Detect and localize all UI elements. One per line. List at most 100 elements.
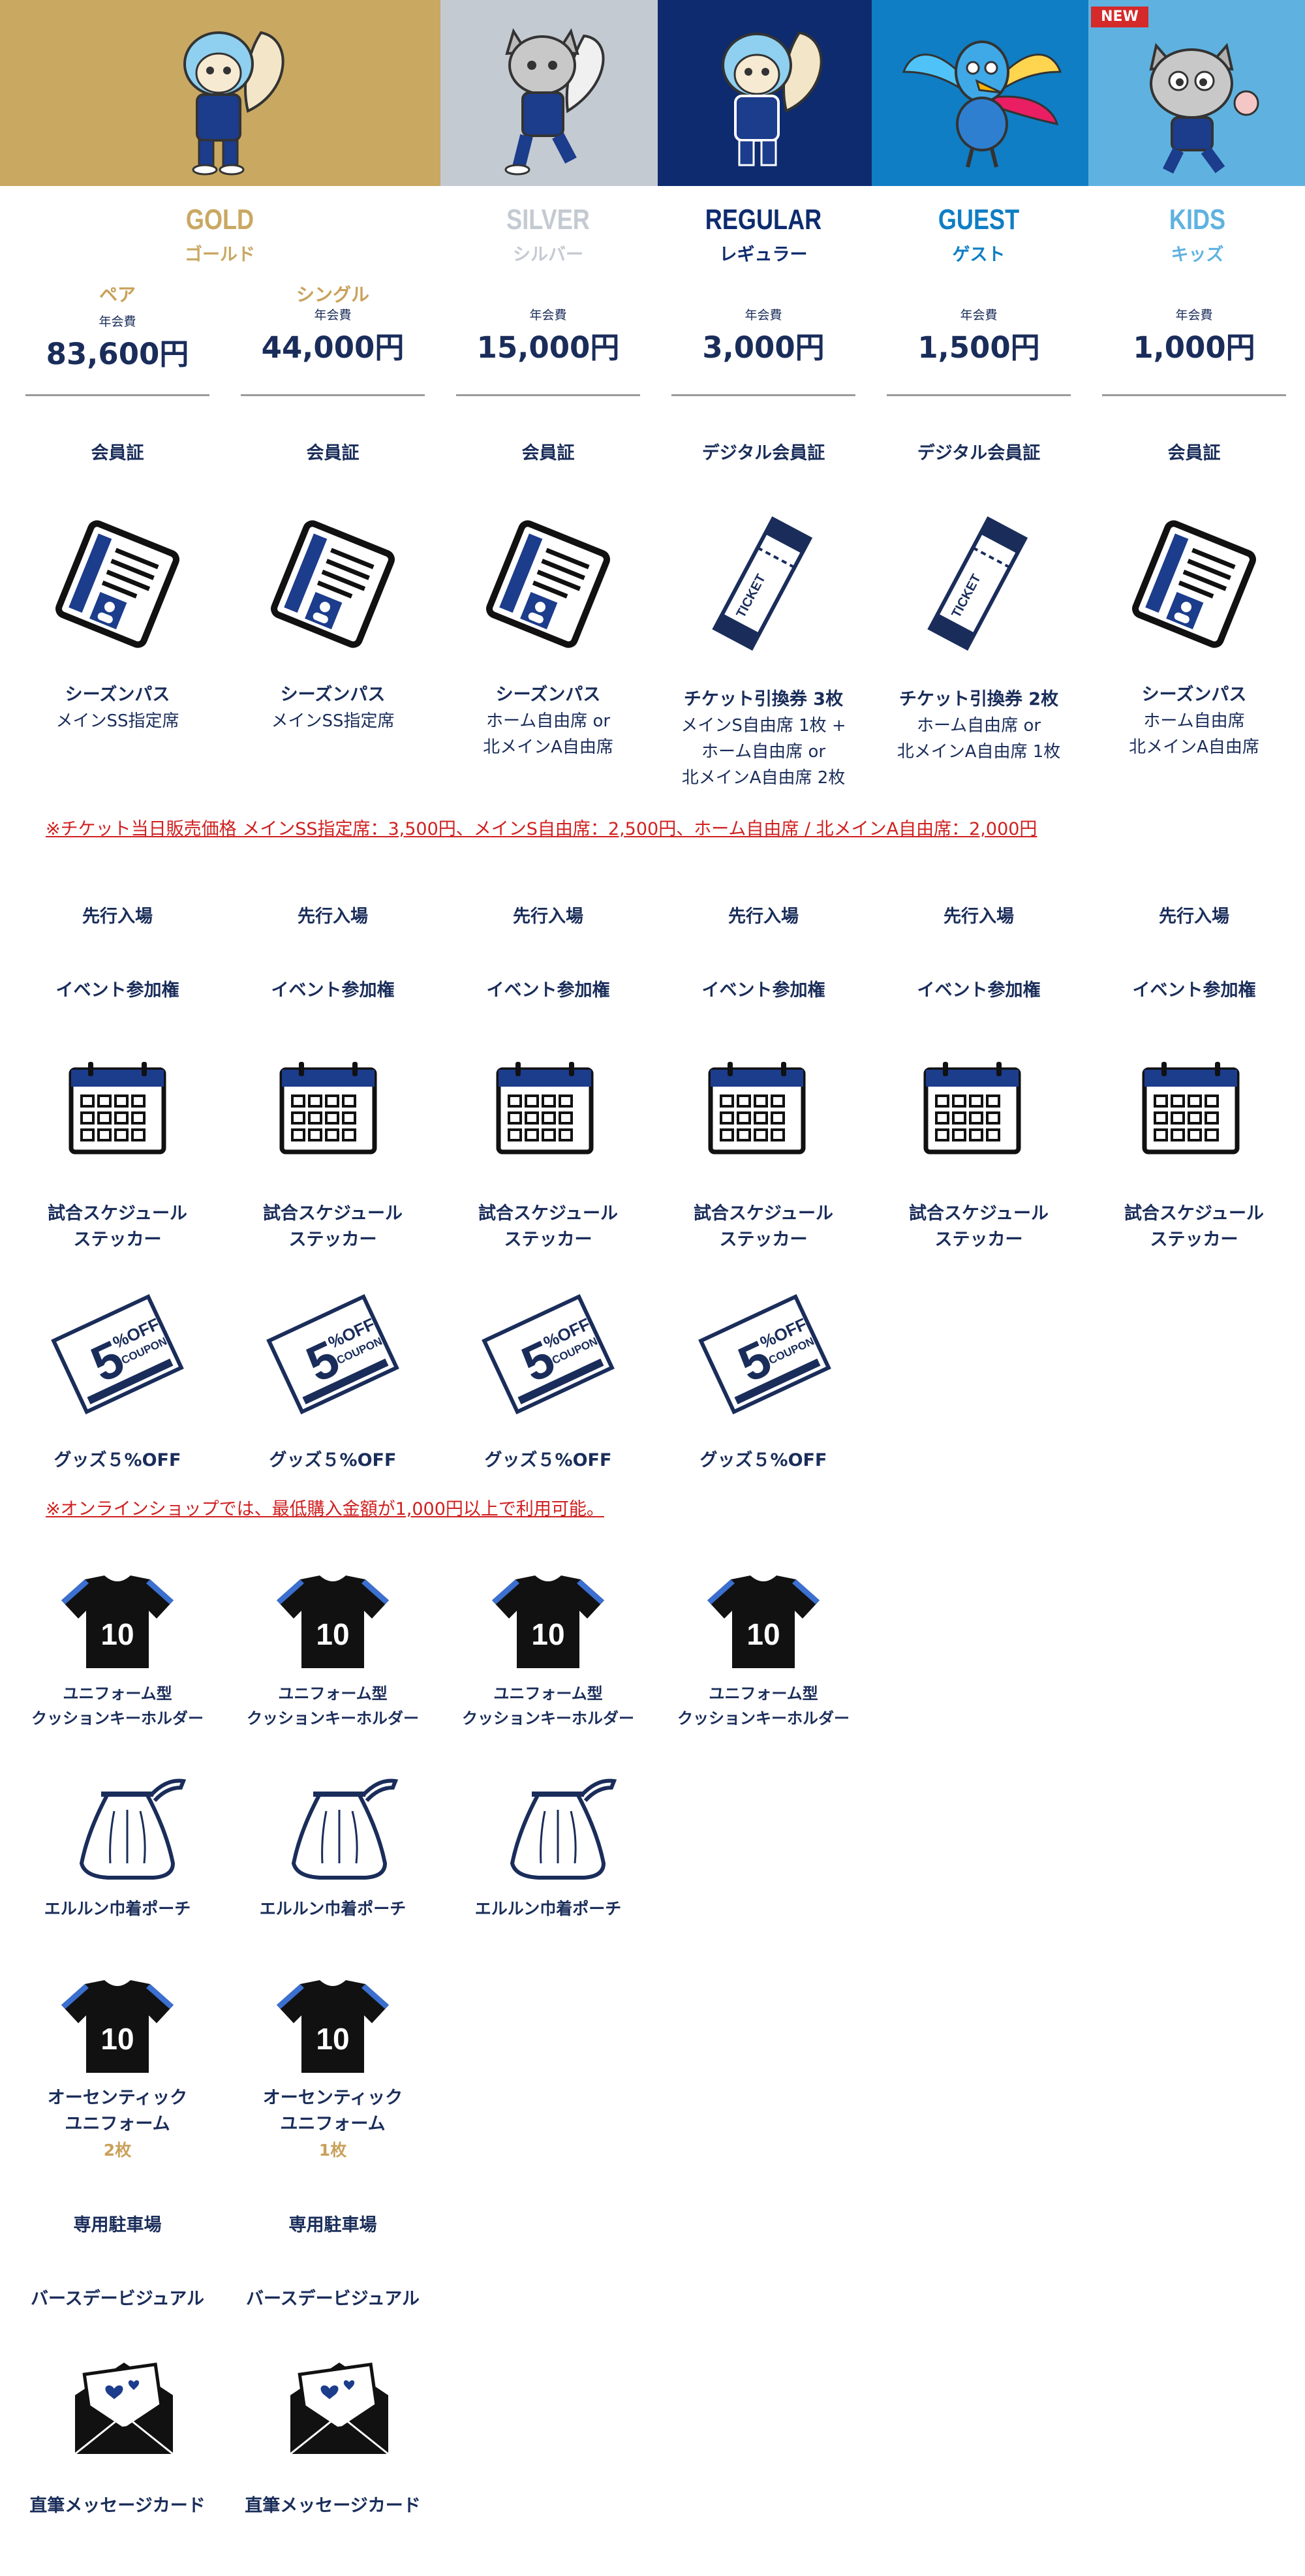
schedule-sticker-label: ステッカー bbox=[934, 1230, 1023, 1250]
divider bbox=[241, 394, 425, 396]
event-label: イベント参加権 bbox=[486, 980, 610, 1001]
fee-label: 年会費 bbox=[314, 308, 352, 322]
fee-label: 年会費 bbox=[960, 308, 998, 322]
card-type-label: デジタル会員証 bbox=[917, 443, 1041, 463]
drawstring-pouch-icon bbox=[291, 1778, 399, 1880]
divider bbox=[887, 394, 1071, 396]
card-type-label: 会員証 bbox=[521, 443, 575, 463]
message-card-label: 直筆メッセージカード bbox=[29, 2496, 206, 2516]
schedule-sticker-label: ステッカー bbox=[719, 1230, 808, 1250]
keyholder-label: ユニフォーム型 bbox=[63, 1684, 172, 1703]
tier-name-gold: GOLD bbox=[185, 204, 254, 236]
gold-mascot-illustration bbox=[183, 31, 284, 176]
tier-name-silver: SILVER bbox=[506, 204, 590, 236]
svg-text:10: 10 bbox=[100, 1617, 134, 1651]
new-badge: NEW bbox=[1091, 7, 1148, 27]
member-card-icon bbox=[55, 520, 179, 648]
authentic-uniform-icon: 10 bbox=[61, 1980, 174, 2073]
authentic-uniform-label: オーセンティック bbox=[47, 2088, 188, 2108]
early-entry-label: 先行入場 bbox=[298, 907, 368, 927]
schedule-sticker-label: 試合スケジュール bbox=[47, 1203, 188, 1224]
pouch-label: エルルン巾着ポーチ bbox=[474, 1899, 622, 1918]
event-label: イベント参加権 bbox=[271, 980, 395, 1001]
card-type-label: 会員証 bbox=[91, 443, 144, 463]
svg-text:10: 10 bbox=[746, 1617, 780, 1651]
keyholder-label: クッションキーホルダー bbox=[31, 1709, 204, 1728]
schedule-sticker-label: ステッカー bbox=[504, 1230, 592, 1250]
pass-detail: メインSS指定席 bbox=[271, 711, 395, 731]
drawstring-pouch-icon bbox=[79, 1778, 187, 1880]
event-label: イベント参加権 bbox=[55, 980, 179, 1001]
goods-discount-label: グッズ５%OFF bbox=[269, 1450, 397, 1470]
pouch-label: エルルン巾着ポーチ bbox=[259, 1899, 407, 1918]
pass-detail: 北メインA自由席 2枚 bbox=[681, 768, 846, 788]
regular-mascot-illustration bbox=[722, 31, 823, 166]
ticket-icon: TICKET bbox=[927, 516, 1028, 651]
plan-sub-single: シングル bbox=[296, 284, 369, 305]
pass-detail: ホーム自由席 or bbox=[485, 711, 611, 731]
guest-mascot-illustration bbox=[902, 40, 1062, 168]
pass-title: チケット引換券 3枚 bbox=[683, 689, 844, 709]
early-entry-label: 先行入場 bbox=[82, 907, 153, 927]
parking-label: 専用駐車場 bbox=[288, 2215, 377, 2235]
pass-detail: ホーム自由席 or bbox=[916, 716, 1041, 736]
fee-label: 年会費 bbox=[529, 308, 567, 322]
plan-sub-pair: ペア bbox=[99, 284, 136, 305]
tier-name-regular: REGULAR bbox=[705, 204, 822, 236]
pass-detail: 北メインA自由席 1枚 bbox=[897, 742, 1061, 762]
message-card-label: 直筆メッセージカード bbox=[245, 2496, 421, 2516]
drawstring-pouch-icon bbox=[510, 1778, 617, 1880]
uniform-keyholder-icon: 10 bbox=[61, 1575, 174, 1668]
keyholder-label: クッションキーホルダー bbox=[247, 1709, 419, 1728]
schedule-sticker-label: 試合スケジュール bbox=[908, 1203, 1049, 1224]
pass-title: シーズンパス bbox=[495, 685, 601, 705]
calendar-icon bbox=[1142, 1062, 1240, 1155]
fee-value-gold-pair: 83,600円 bbox=[46, 337, 189, 371]
tier-kana-guest: ゲスト bbox=[952, 245, 1006, 265]
authentic-uniform-count: 2枚 bbox=[103, 2141, 132, 2160]
event-label: イベント参加権 bbox=[1132, 980, 1256, 1001]
tier-kana-gold: ゴールド bbox=[185, 245, 255, 265]
fee-label: 年会費 bbox=[745, 308, 782, 322]
message-card-envelope-icon bbox=[74, 2362, 174, 2455]
card-type-label: 会員証 bbox=[306, 443, 360, 463]
fee-value-guest: 1,500円 bbox=[917, 330, 1040, 365]
coupon-icon: 5 %OFF COUPON bbox=[482, 1294, 615, 1415]
divider bbox=[25, 394, 209, 396]
uniform-keyholder-icon: 10 bbox=[707, 1575, 820, 1668]
uniform-keyholder-icon: 10 bbox=[277, 1575, 389, 1668]
divider bbox=[456, 394, 640, 396]
authentic-uniform-label: ユニフォーム bbox=[65, 2114, 170, 2134]
member-card-icon bbox=[1132, 520, 1256, 648]
tier-name-kids: KIDS bbox=[1169, 204, 1226, 236]
online-shop-note: ※オンラインショップでは、最低購入金額が1,000円以上で利用可能。 bbox=[46, 1499, 604, 1519]
keyholder-label: クッションキーホルダー bbox=[462, 1709, 634, 1728]
goods-discount-label: グッズ５%OFF bbox=[54, 1450, 181, 1470]
uniform-keyholder-icon: 10 bbox=[492, 1575, 604, 1668]
svg-text:10: 10 bbox=[316, 1617, 349, 1651]
keyholder-label: ユニフォーム型 bbox=[709, 1684, 818, 1703]
calendar-icon bbox=[69, 1062, 166, 1155]
keyholder-label: ユニフォーム型 bbox=[493, 1684, 603, 1703]
early-entry-label: 先行入場 bbox=[728, 907, 799, 927]
authentic-uniform-count: 1枚 bbox=[318, 2141, 347, 2160]
ticket-icon: TICKET bbox=[712, 516, 813, 651]
card-type-label: デジタル会員証 bbox=[701, 443, 825, 463]
pass-title: シーズンパス bbox=[65, 685, 170, 705]
svg-text:10: 10 bbox=[100, 2022, 134, 2056]
coupon-icon: 5 %OFF COUPON bbox=[266, 1294, 399, 1415]
early-entry-label: 先行入場 bbox=[944, 907, 1014, 927]
pass-detail: ホーム自由席 bbox=[1143, 711, 1245, 731]
fee-value-kids: 1,000円 bbox=[1133, 330, 1255, 365]
pass-title: シーズンパス bbox=[1141, 685, 1247, 705]
fee-value-regular: 3,000円 bbox=[702, 330, 825, 365]
card-type-label: 会員証 bbox=[1167, 443, 1221, 463]
tier-kana-regular: レギュラー bbox=[719, 245, 808, 265]
fee-value-gold-single: 44,000円 bbox=[261, 330, 405, 365]
tier-kana-silver: シルバー bbox=[513, 245, 583, 265]
authentic-uniform-label: ユニフォーム bbox=[280, 2114, 386, 2134]
schedule-sticker-label: 試合スケジュール bbox=[478, 1203, 619, 1224]
calendar-icon bbox=[279, 1062, 377, 1155]
ticket-price-note: ※チケット当日販売価格 メインSS指定席：3,500円、メインS自由席：2,50… bbox=[46, 819, 1037, 839]
pass-detail: ホーム自由席 or bbox=[701, 742, 826, 762]
